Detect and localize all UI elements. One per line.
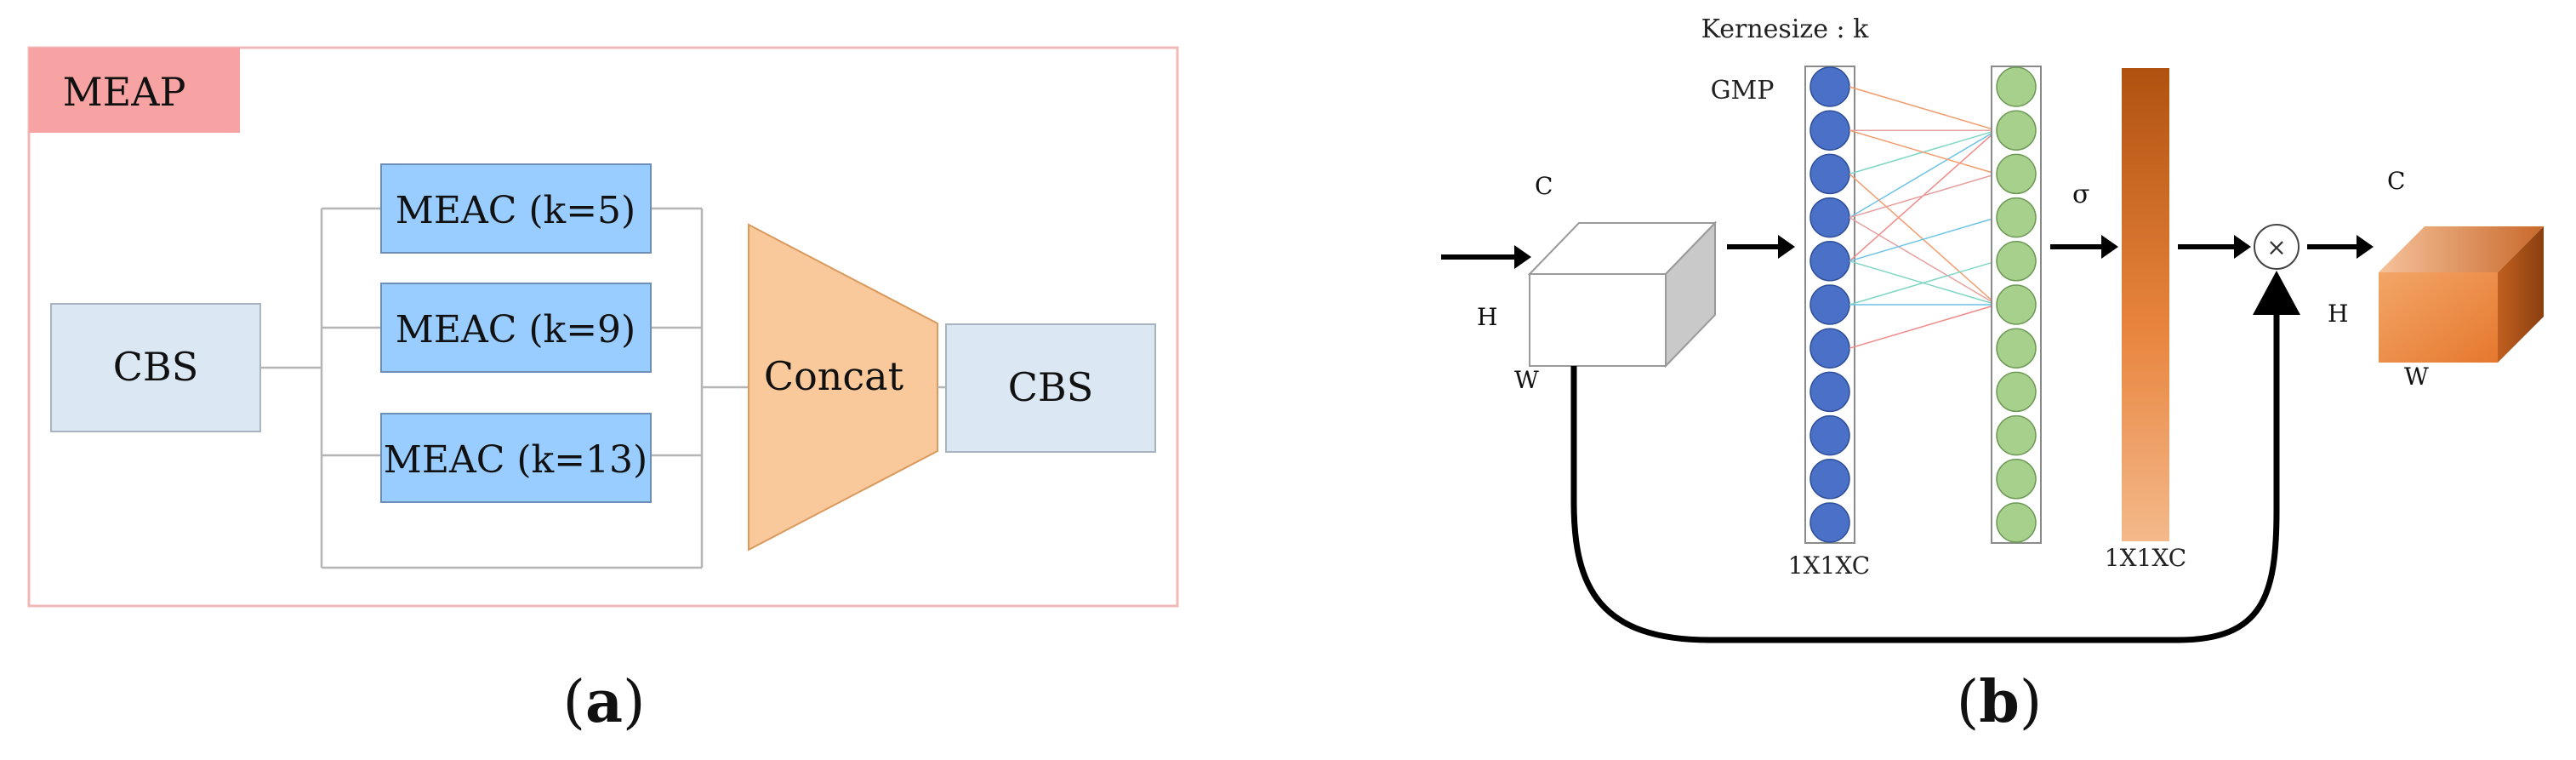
gmp-node (1809, 414, 1850, 456)
output-dim-w: W (2404, 363, 2429, 391)
panel-a-connectors (260, 207, 749, 569)
sigma-label: σ (2072, 180, 2089, 209)
cbs-input-block (50, 303, 261, 432)
meac-k13-label: MEAC (k=13) (384, 438, 647, 482)
meac-k5-block (380, 163, 652, 254)
conv-node (1996, 110, 2037, 151)
meac-k9-block (380, 283, 652, 373)
conv-node (1996, 502, 2037, 543)
caption-a: (a) (562, 668, 645, 736)
conv-node (1996, 66, 2037, 107)
output-dim-c: C (2387, 167, 2405, 195)
meap-frame (27, 46, 1179, 608)
conv1d-connection (1849, 216, 1998, 262)
panel-a: MEAP CBS MEAC (k=5) MEAC (k=9) MEAC (k=1… (27, 46, 1179, 736)
gmp-node (1809, 459, 1850, 500)
conv-node (1996, 328, 2037, 369)
conv1d-connection (1849, 129, 1998, 175)
conv-node (1996, 197, 2037, 238)
cbs-input-label: CBS (113, 344, 199, 390)
output-feature-cube (2379, 226, 2544, 363)
conv1d-connection (1849, 216, 1998, 306)
attention-weights-bar (2122, 68, 2169, 541)
input-dim-w: W (1514, 366, 1539, 394)
gmp-node (1809, 328, 1850, 369)
skip-connection (1570, 315, 2280, 643)
gmp-vector-label: 1X1XC (1788, 551, 1870, 580)
gmp-node (1809, 502, 1850, 543)
meac-k9-label: MEAC (k=9) (396, 308, 635, 351)
conv1d-connections (1849, 86, 1998, 349)
attention-vector-label: 1X1XC (2105, 544, 2186, 572)
input-feature-cube (1527, 220, 1718, 369)
gmp-node (1809, 284, 1850, 325)
gmp-vector (1809, 66, 1850, 543)
gmp-node (1809, 197, 1850, 238)
gmp-node (1809, 110, 1850, 151)
gmp-label: GMP (1711, 76, 1775, 106)
input-dim-h: H (1477, 303, 1497, 331)
panel-b: Kernesize : k GMP C H W 1X1XC σ 1 (1441, 14, 2544, 736)
conv1d-connection (1849, 260, 1998, 306)
meap-title-box (29, 48, 240, 133)
multiply-node (2254, 224, 2300, 270)
multiply-symbol: × (2266, 233, 2286, 261)
conv-node (1996, 284, 2037, 325)
meac-k13-block (380, 413, 652, 503)
conv-node (1996, 241, 2037, 282)
conv1d-connection (1849, 129, 1998, 219)
conv1d-connection (1849, 173, 1998, 219)
conv-node (1996, 371, 2037, 413)
skip-arrowhead (2253, 271, 2300, 315)
conv-node (1996, 414, 2037, 456)
caption-b: (b) (1957, 668, 2043, 736)
conv1d-connection (1849, 304, 1998, 349)
gmp-node (1809, 371, 1850, 413)
meap-title: MEAP (63, 69, 186, 115)
conv-node (1996, 153, 2037, 195)
cbs-output-block (945, 323, 1156, 453)
concat-label: Concat (764, 353, 904, 399)
conv1d-connection (1849, 86, 1998, 131)
gmp-node (1809, 66, 1850, 107)
meac-k5-label: MEAC (k=5) (396, 189, 635, 232)
gmp-node (1809, 153, 1850, 195)
cbs-output-label: CBS (1008, 364, 1094, 410)
conv-vector (1996, 66, 2037, 543)
gmp-node (1809, 241, 1850, 282)
concat-trapezoid (748, 223, 938, 551)
output-dim-h: H (2328, 300, 2348, 328)
conv-node (1996, 459, 2037, 500)
kernel-size-label: Kernesize : k (1701, 14, 1870, 44)
input-dim-c: C (1535, 172, 1553, 200)
